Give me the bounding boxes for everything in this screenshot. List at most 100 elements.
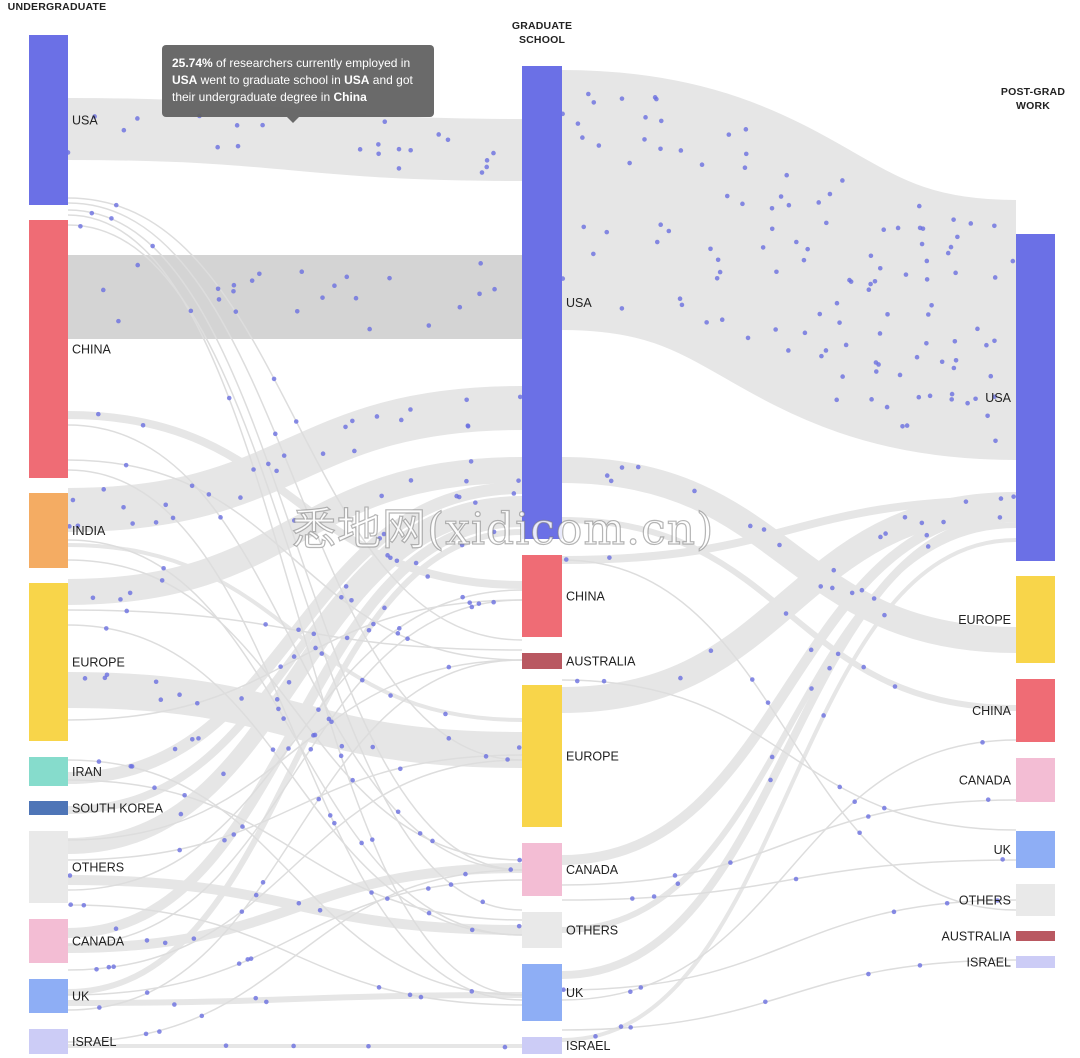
flow-particle [768, 777, 773, 783]
flow-particle [339, 743, 345, 749]
node-post-europe[interactable] [1016, 576, 1055, 663]
flow-china-to-china[interactable] [67, 411, 523, 589]
tooltip-country-work: USA [172, 73, 198, 87]
flow-particle [251, 467, 256, 472]
flow-europe-to-usa[interactable] [561, 492, 1017, 713]
flow-particle [952, 338, 958, 344]
flow-europe-to-europe[interactable] [67, 672, 523, 768]
node-grad-uk[interactable] [522, 964, 562, 1021]
flow-particle [516, 923, 522, 929]
node-grad-canada[interactable] [522, 843, 562, 896]
flow-particle [831, 567, 837, 573]
node-post-australia[interactable] [1016, 931, 1055, 941]
flow-uk-to-usa[interactable] [67, 529, 523, 995]
node-post-israel[interactable] [1016, 956, 1055, 968]
flow-canada-to-usa[interactable] [561, 507, 1017, 865]
node-undergrad-iran[interactable] [29, 757, 68, 786]
node-post-others[interactable] [1016, 884, 1055, 916]
flow-others-to-others[interactable] [67, 875, 523, 935]
node-label-post-israel: ISRAEL [967, 956, 1012, 970]
flow-particle [465, 423, 471, 429]
flow-particle [294, 308, 300, 314]
node-undergrad-uk[interactable] [29, 979, 68, 1013]
node-undergrad-india[interactable] [29, 493, 68, 568]
flow-israel-to-usa[interactable] [561, 538, 1017, 1042]
node-post-uk[interactable] [1016, 831, 1055, 868]
flow-particle [883, 531, 888, 536]
flow-particle [511, 491, 517, 496]
flow-particle [939, 359, 945, 365]
flow-particle [824, 220, 829, 226]
flow-particle [823, 348, 829, 353]
node-grad-usa[interactable] [522, 66, 562, 539]
flow-particle [446, 664, 452, 670]
flow-particle [81, 902, 87, 908]
flow-particle [143, 1031, 149, 1037]
node-undergrad-europe[interactable] [29, 583, 68, 741]
thin-flow [67, 599, 523, 946]
flow-india-to-europe[interactable] [67, 543, 523, 722]
flow-particle [113, 202, 119, 208]
flow-particle [784, 172, 789, 178]
flow-particle [677, 296, 683, 301]
node-label-post-china: CHINA [972, 704, 1012, 718]
flow-particle [371, 621, 376, 627]
flow-particle [818, 584, 824, 589]
flow-particle [809, 686, 814, 691]
flow-particle [871, 596, 877, 601]
flow-particle [443, 711, 448, 717]
node-label-undergrad-europe: EUROPE [72, 656, 125, 670]
node-undergrad-others[interactable] [29, 831, 68, 903]
flow-others-to-usa[interactable] [67, 502, 523, 854]
flow-particle [296, 627, 301, 633]
flow-particle [121, 504, 126, 510]
node-grad-israel[interactable] [522, 1037, 562, 1054]
node-undergrad-china[interactable] [29, 220, 68, 478]
node-label-undergrad-others: OTHERS [72, 861, 124, 875]
flow-particle [786, 348, 791, 353]
flow-particle [840, 178, 845, 183]
flow-particle [763, 999, 768, 1005]
flow-particle [332, 820, 337, 826]
flow-india-to-usa[interactable] [67, 386, 523, 532]
flow-particle [370, 744, 376, 750]
flow-usa-to-usa[interactable] [559, 70, 1019, 460]
flow-particle [769, 754, 775, 760]
node-undergrad-israel[interactable] [29, 1029, 68, 1054]
flow-particle [82, 676, 88, 681]
flow-particle [866, 971, 871, 977]
flow-particle [293, 419, 299, 424]
flow-particle [476, 601, 482, 606]
flow-particle [748, 523, 753, 529]
flow-particle [395, 809, 401, 815]
flow-particle [359, 677, 365, 683]
node-label-undergrad-israel: ISRAEL [72, 1035, 117, 1049]
flow-usa-to-europe[interactable] [561, 457, 1017, 653]
flow-others-to-usa[interactable] [561, 522, 1017, 933]
node-grad-others[interactable] [522, 912, 562, 948]
node-undergrad-canada[interactable] [29, 919, 68, 963]
node-grad-australia[interactable] [522, 653, 562, 669]
flow-particle [263, 622, 268, 627]
flow-uk-to-uk[interactable] [67, 992, 523, 1006]
node-grad-china[interactable] [522, 555, 562, 637]
node-post-canada[interactable] [1016, 758, 1055, 802]
flow-particle [992, 275, 998, 280]
node-post-china[interactable] [1016, 679, 1055, 742]
flow-particle [480, 899, 486, 905]
flow-particle [563, 557, 569, 562]
flow-particle [349, 597, 354, 603]
node-undergrad-south-korea[interactable] [29, 801, 68, 815]
flow-particle [92, 114, 97, 119]
flow-particle [885, 312, 890, 317]
flow-uk-to-usa[interactable] [561, 514, 1017, 979]
node-post-usa[interactable] [1016, 234, 1055, 561]
flow-particle [445, 137, 451, 143]
node-undergrad-usa[interactable] [29, 35, 68, 205]
flow-particle [161, 565, 166, 571]
node-grad-europe[interactable] [522, 685, 562, 827]
flow-usa-to-usa[interactable] [67, 98, 523, 181]
flow-particle [135, 116, 140, 121]
flow-europe-to-usa[interactable] [67, 457, 523, 605]
flow-particle [344, 635, 350, 641]
